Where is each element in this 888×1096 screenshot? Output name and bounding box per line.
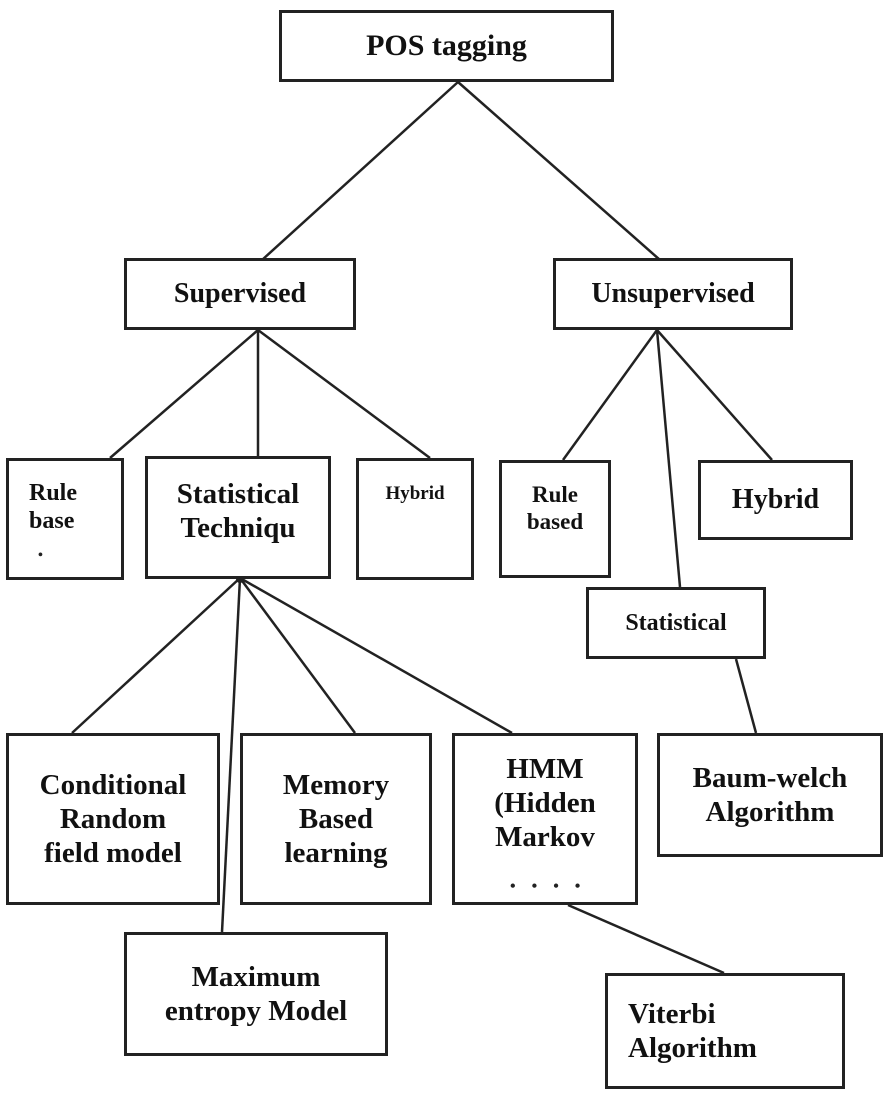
node-unsupervised-statistical: Statistical [586, 587, 766, 659]
truncation-dot: • [38, 548, 49, 563]
edge-statistical-maxent [220, 577, 242, 933]
node-conditional-random-field-label: Conditional Random field model [39, 768, 187, 870]
edge-supervised-hybrid [257, 328, 431, 460]
edge-statistical-crf [71, 577, 241, 734]
node-unsupervised-hybrid-label: Hybrid [731, 484, 820, 516]
edge-hmm-viterbi [567, 903, 725, 975]
edge-unsup-statistical-baum [734, 658, 758, 734]
node-baum-welch: Baum-welch Algorithm [657, 733, 883, 857]
truncation-dots: • • • • [510, 878, 587, 895]
node-pos-tagging: POS tagging [279, 10, 614, 82]
node-statistical-technique-label: Statistical Techniqu [176, 478, 300, 545]
node-supervised-label: Supervised [173, 278, 307, 310]
node-hmm: HMM (Hidden Markov [452, 733, 638, 905]
node-unsupervised-label: Unsupervised [591, 278, 755, 310]
node-unsupervised-statistical-label: Statistical [625, 609, 727, 636]
node-unsupervised-rule-based: Rule based [499, 460, 611, 578]
node-unsupervised: Unsupervised [553, 258, 793, 330]
edge-statistical-mbl [238, 577, 357, 734]
node-viterbi-label: Viterbi Algorithm [628, 997, 757, 1064]
edge-supervised-rule [109, 329, 259, 459]
edge-unsupervised-rule [561, 329, 659, 461]
edge-root-supervised [261, 81, 459, 261]
edge-root-unsupervised [457, 81, 661, 261]
node-maximum-entropy-label: Maximum entropy Model [164, 960, 348, 1027]
node-unsupervised-rule-based-label: Rule based [526, 482, 584, 535]
edge-statistical-hmm [239, 576, 513, 735]
node-memory-based-learning-label: Memory Based learning [282, 768, 390, 870]
node-supervised: Supervised [124, 258, 356, 330]
node-supervised-hybrid: Hybrid [356, 458, 474, 580]
node-supervised-hybrid-label: Hybrid [385, 483, 445, 504]
node-conditional-random-field: Conditional Random field model [6, 733, 220, 905]
node-viterbi: Viterbi Algorithm [605, 973, 845, 1089]
node-maximum-entropy: Maximum entropy Model [124, 932, 388, 1056]
node-unsupervised-hybrid: Hybrid [698, 460, 853, 540]
node-baum-welch-label: Baum-welch Algorithm [692, 761, 848, 828]
edge-unsupervised-statistical [655, 329, 682, 588]
node-supervised-rule-base: Rule base [6, 458, 124, 580]
node-hmm-label: HMM (Hidden Markov [494, 753, 596, 854]
node-statistical-technique: Statistical Techniqu [145, 456, 331, 579]
node-supervised-rule-base-label: Rule base [29, 480, 77, 535]
node-pos-tagging-label: POS tagging [366, 29, 527, 63]
node-memory-based-learning: Memory Based learning [240, 733, 432, 905]
edge-unsupervised-hybrid [656, 329, 773, 461]
